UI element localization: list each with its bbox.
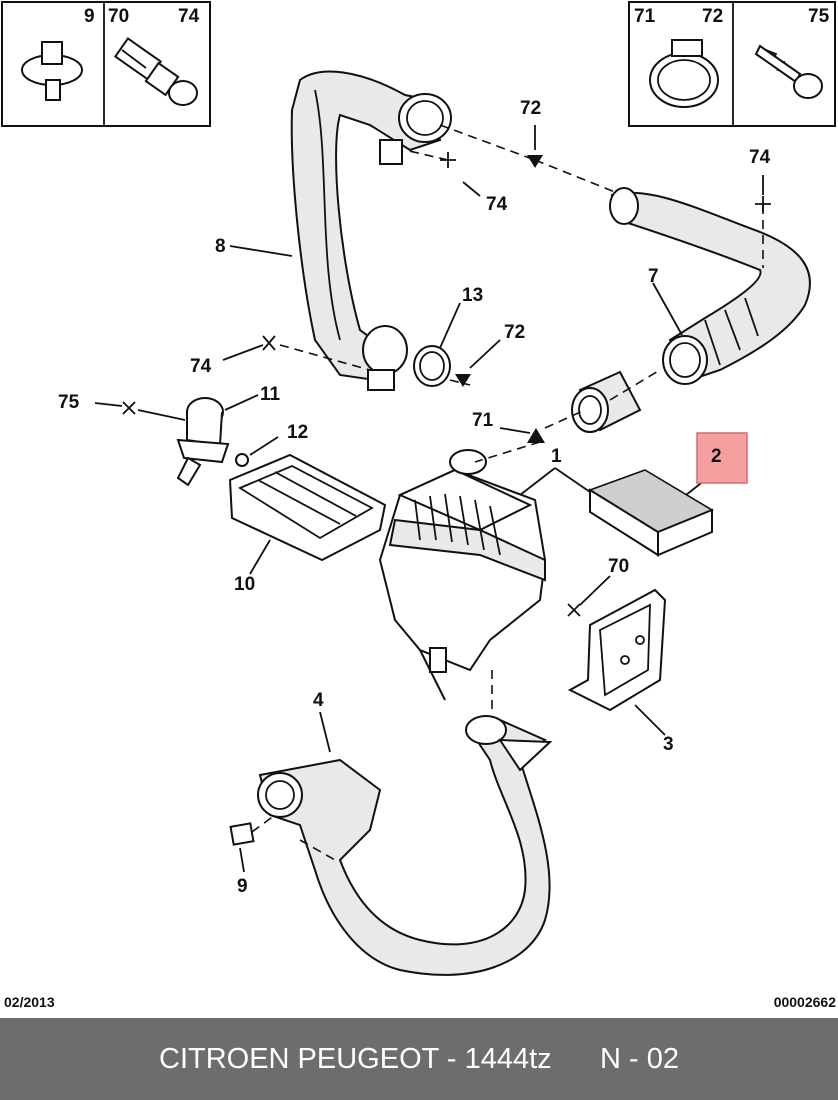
callout-13: 13 (462, 285, 483, 306)
push-rivet-icon (21, 41, 83, 101)
legend-label-9: 9 (84, 6, 95, 27)
callout-3: 3 (663, 734, 674, 755)
part-1-filter-housing (378, 449, 547, 701)
legend-box-right: 71 72 75 (628, 1, 836, 127)
legend-label-75: 75 (808, 6, 830, 27)
part-12-seal (235, 453, 249, 467)
callout-9: 9 (237, 876, 248, 897)
part-7-corrugated-hose (609, 187, 811, 385)
callout-10: 10 (234, 574, 255, 595)
fastener-markers (122, 152, 771, 617)
callout-8: 8 (215, 236, 226, 257)
part-11-valve (176, 397, 230, 487)
highlight-box-part-2 (696, 432, 748, 484)
callout-74-right: 74 (749, 147, 771, 168)
diagram-date: 02/2013 (4, 994, 55, 1010)
part-3-bracket (567, 588, 667, 712)
callout-1: 1 (551, 446, 562, 467)
callout-11: 11 (260, 384, 281, 405)
diagram-code: 00002662 (773, 994, 836, 1010)
part-9-rivet-small (229, 822, 255, 846)
callout-75: 75 (58, 392, 80, 413)
callout-72-top: 72 (520, 98, 541, 119)
callout-72-mid: 72 (504, 322, 525, 343)
part-8-intake-duct (290, 70, 452, 391)
legend-box-left: 9 70 74 (1, 1, 211, 127)
legend-label-70: 70 (108, 6, 129, 27)
legend-label-71: 71 (634, 6, 656, 27)
callout-12: 12 (287, 422, 308, 443)
part-10-filter-frame (228, 453, 387, 562)
screw-icon (754, 44, 823, 99)
legend-label-74: 74 (178, 6, 200, 27)
footer-bar: CITROEN PEUGEOT - 1444tz N - 02 (0, 1018, 838, 1100)
part-2-filter-element (588, 469, 714, 557)
callout-4: 4 (313, 690, 324, 711)
part-coupling-sleeve (571, 370, 642, 433)
exploded-parts-diagram: 9 70 74 71 72 75 (1, 1, 836, 976)
callout-numbers: 2 1 3 4 7 8 9 10 11 12 13 70 71 72 72 74… (58, 98, 771, 897)
callout-71: 71 (472, 410, 494, 431)
footer-caption: CITROEN PEUGEOT - 1444tz N - 02 (159, 1043, 679, 1075)
callout-74-top: 74 (486, 194, 508, 215)
legend-label-72: 72 (702, 6, 723, 27)
callout-7: 7 (648, 266, 659, 287)
callout-2: 2 (711, 446, 722, 467)
part-4-inlet-duct (257, 715, 553, 976)
callout-74-left: 74 (190, 356, 212, 377)
callout-70: 70 (608, 556, 629, 577)
leader-lines (94, 124, 764, 873)
hose-clamp-icon (649, 39, 719, 108)
bolt-and-nut-icon (113, 37, 198, 106)
